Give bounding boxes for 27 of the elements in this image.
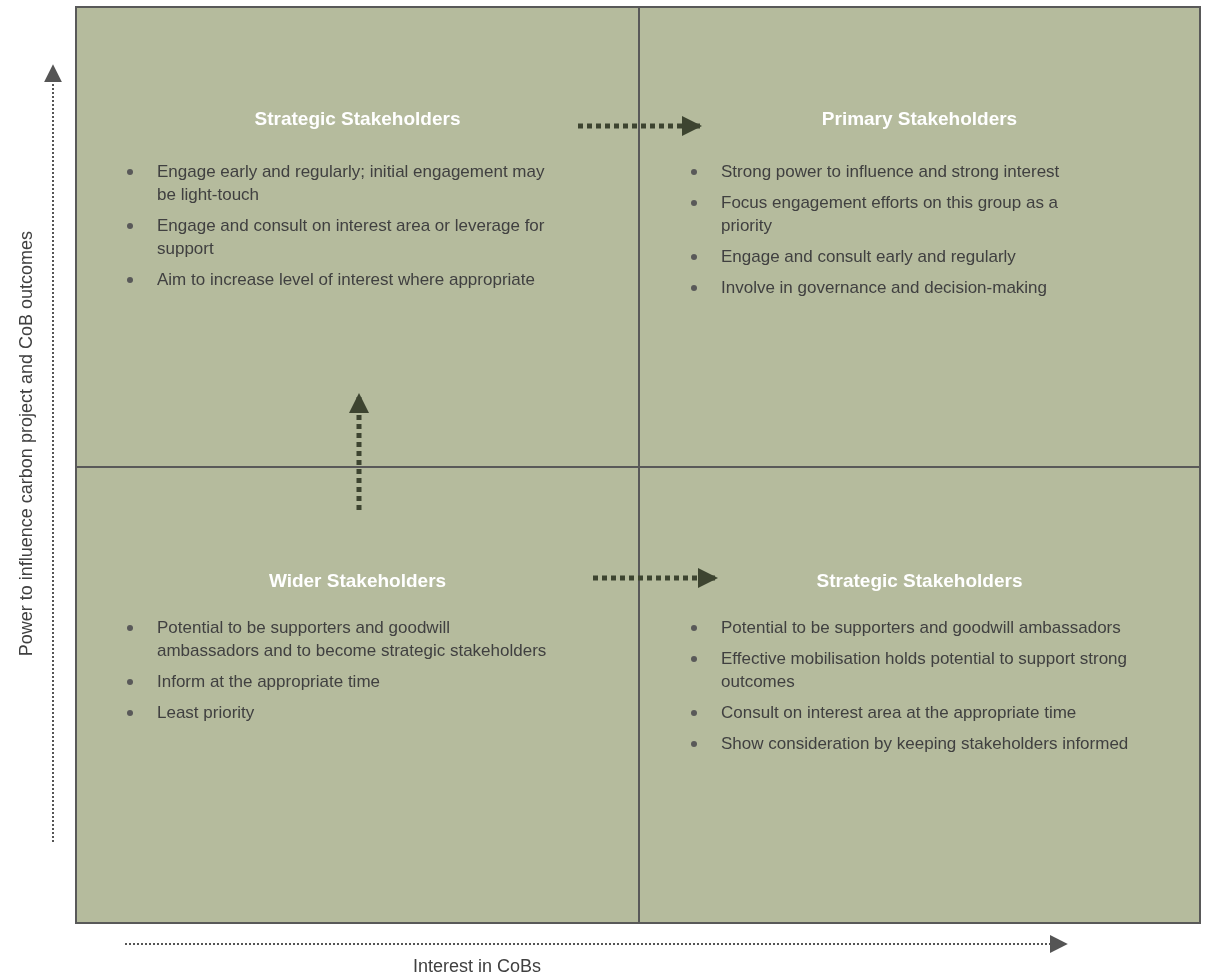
axis-title: Power to influence carbon project and CoB outcomes [16, 231, 37, 657]
bullet-item: Engage and consult early and regularly [721, 247, 1016, 266]
bullet-item: Strong power to influence and strong interest [721, 162, 1060, 181]
dotted-arrow [349, 393, 369, 510]
bullet-item: Engage and consult on interest area or leverage for support [157, 216, 545, 258]
quadrant-heading: Primary Stakeholders [821, 108, 1018, 130]
bullet-item: Least priority [157, 703, 255, 722]
dotted-arrow [593, 568, 718, 588]
quadrant-panel [638, 466, 1201, 924]
dotted-arrow [578, 116, 702, 136]
quadrant-panel [75, 466, 640, 924]
bullet-item: Potential to be supporters and goodwill ambassadors and to become strategic stakeholders [157, 618, 547, 660]
quadrant-heading: Strategic Stakeholders [816, 570, 1023, 592]
bullet-item: Engage early and regularly; initial engagement may be light-touch [157, 162, 545, 204]
quadrant-panel [75, 6, 640, 468]
bullet-item: Consult on interest area at the appropriate time [721, 703, 1077, 722]
bullet-item: Show consideration by keeping stakeholders informed [721, 734, 1129, 753]
bullet-item: Effective mobilisation holds potential to support strong outcomes [721, 649, 1128, 691]
bullet-item: Inform at the appropriate time [157, 672, 380, 691]
quadrant-heading: Wider Stakeholders [268, 570, 447, 592]
quadrant-panel [638, 6, 1201, 468]
bullet-item: Involve in governance and decision-making [721, 278, 1048, 297]
quadrant-heading: Strategic Stakeholders [254, 108, 461, 130]
axis-title: Interest in CoBs [412, 956, 542, 977]
bullet-item: Aim to increase level of interest where appropriate [157, 270, 535, 289]
bullet-item: Focus engagement efforts on this group as a priority [721, 193, 1059, 235]
bullet-item: Potential to be supporters and goodwill ambassadors [721, 618, 1121, 637]
